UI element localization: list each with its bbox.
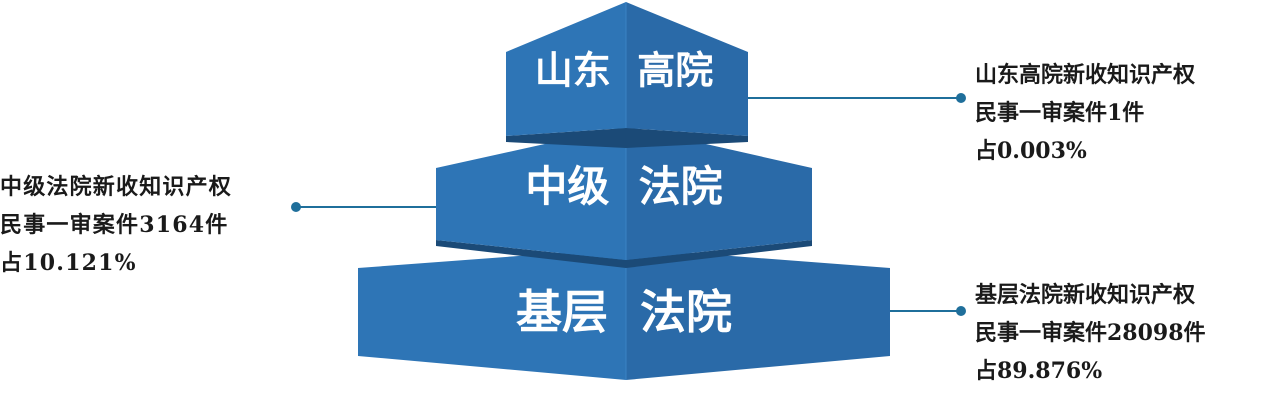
callout-top-line-1: 山东高院新收知识产权 <box>975 62 1196 88</box>
tier-bottom-label: 基层 法院 <box>516 285 732 339</box>
tier-bottom: 基层 法院 <box>358 248 890 380</box>
callout-top-court: 山东高院新收知识产权 民事一审案件1件 占0.003% <box>975 56 1195 170</box>
callout-bottom-court: 基层法院新收知识产权 民事一审案件28098件 占89.876% <box>975 276 1206 390</box>
leader-dot-middle <box>291 202 301 212</box>
callout-middle-line-3: 占10.121% <box>0 250 137 276</box>
tier-middle-bottom-edge <box>436 240 812 268</box>
callout-bottom-line-3: 占89.876% <box>975 358 1103 384</box>
tier-middle: 中级 法院 <box>436 126 812 268</box>
callout-bottom-line-1: 基层法院新收知识产权 <box>975 282 1196 308</box>
tier-middle-label: 中级 法院 <box>525 162 722 211</box>
tier-bottom-left-face <box>358 248 626 380</box>
callout-bottom-line-2: 民事一审案件28098件 <box>975 320 1206 346</box>
tier-top-left-face <box>506 2 626 136</box>
leader-dot-top <box>956 93 966 103</box>
leader-lines <box>291 93 966 316</box>
callout-middle-line-2: 民事一审案件3164件 <box>0 212 229 238</box>
tier-middle-left-face <box>436 126 626 260</box>
callout-top-line-3: 占0.003% <box>975 138 1087 164</box>
tier-middle-right-face <box>626 126 812 260</box>
tier-bottom-right-face <box>626 248 890 380</box>
callout-top-line-2: 民事一审案件1件 <box>975 100 1145 126</box>
tier-top: 山东 高院 <box>506 2 748 148</box>
leader-dot-bottom <box>956 306 966 316</box>
tier-top-bottom-edge <box>506 128 748 148</box>
tier-top-label: 山东 高院 <box>535 48 713 93</box>
callout-middle-line-1: 中级法院新收知识产权 <box>0 174 233 200</box>
tier-top-right-face <box>626 2 748 136</box>
callout-middle-court: 中级法院新收知识产权 民事一审案件3164件 占10.121% <box>0 168 232 282</box>
